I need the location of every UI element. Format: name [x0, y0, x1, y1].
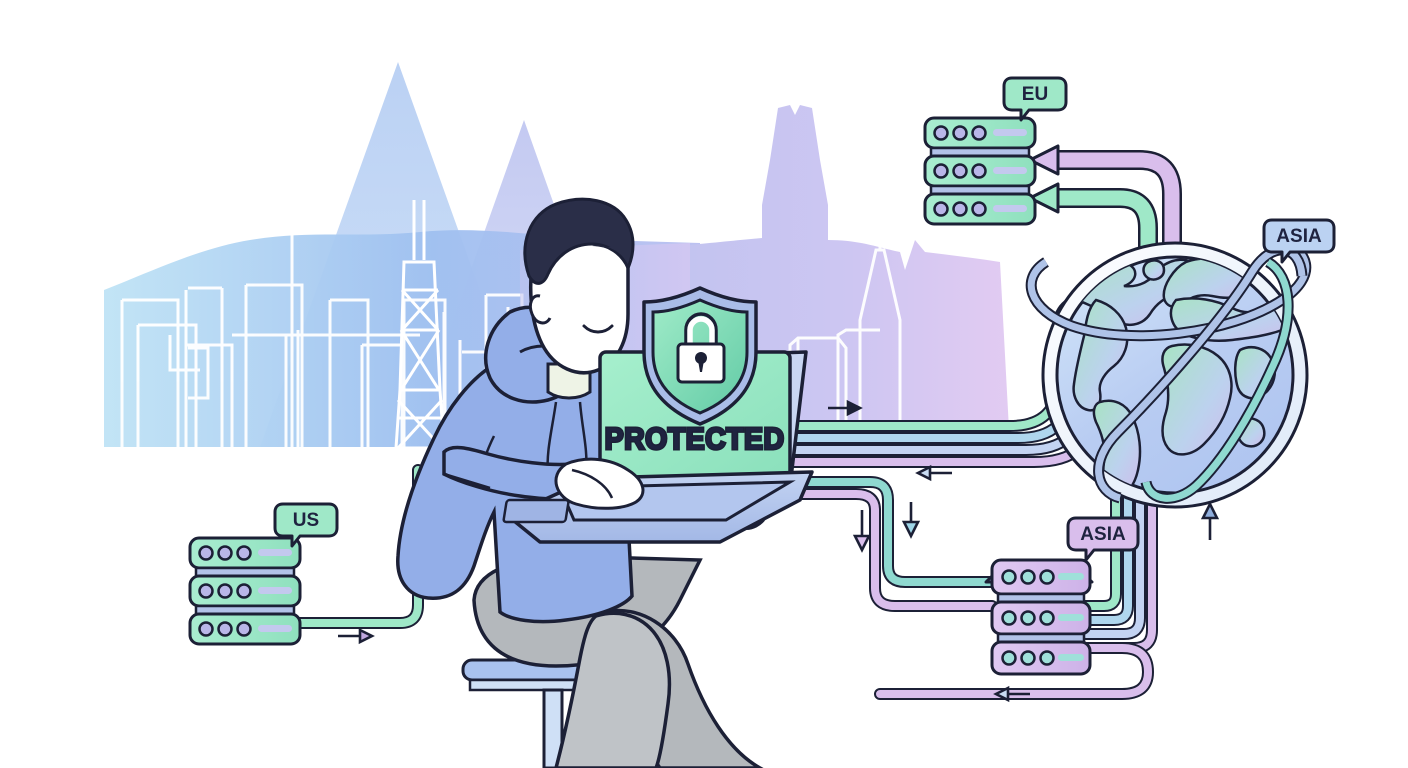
server-unit — [923, 192, 1037, 226]
cable-asia-bottom-loop — [874, 642, 1155, 700]
server-unit — [188, 612, 302, 646]
server-unit — [923, 154, 1037, 188]
label-us-text: US — [293, 510, 319, 531]
label-asia-server-text: ASIA — [1080, 524, 1126, 545]
arrow-us-right — [338, 627, 375, 645]
cable-asia-left-mint — [784, 476, 998, 588]
arrow-bottom-left — [993, 685, 1030, 703]
label-eu[interactable]: EU — [1002, 76, 1068, 122]
arrow-globe-up — [1200, 501, 1220, 540]
label-us[interactable]: US — [273, 502, 339, 548]
globe — [1025, 232, 1312, 509]
trackpad[interactable] — [502, 498, 570, 524]
server-unit — [923, 116, 1037, 150]
server-unit — [990, 558, 1092, 596]
server-unit — [990, 600, 1092, 636]
shield-icon — [642, 286, 758, 426]
laptop-screen-text: PROTECTED — [605, 422, 785, 456]
server-unit — [188, 574, 302, 608]
label-asia-server[interactable]: ASIA — [1066, 516, 1140, 562]
label-asia-globe[interactable]: ASIA — [1262, 218, 1336, 264]
cable-eu-mint-arrow — [1028, 182, 1158, 340]
eu-server-stack[interactable] — [923, 116, 1037, 226]
asia-server-stack[interactable] — [984, 558, 1094, 676]
left-hand — [554, 457, 645, 510]
label-asia-globe-text: ASIA — [1276, 226, 1322, 247]
head — [523, 197, 635, 375]
person-with-laptop: PROTECTED — [396, 197, 814, 768]
lattice-tower-icon — [394, 200, 446, 450]
cable-bundle-globe-asia — [1076, 484, 1158, 654]
cable-eu-lavender-arrow — [1028, 144, 1182, 362]
arrow-down-lavender — [852, 510, 872, 553]
padlock-icon — [676, 312, 726, 384]
server-unit — [188, 536, 302, 570]
cable-us-to-laptop — [290, 464, 424, 629]
cable-asia-left-lavender — [784, 488, 998, 612]
label-eu-text: EU — [1022, 84, 1048, 105]
arrow-down-teal — [901, 502, 921, 539]
us-server-stack[interactable] — [188, 536, 302, 646]
arrow-mid-left — [915, 464, 952, 482]
server-unit — [990, 640, 1092, 676]
direction-arrows — [338, 399, 1220, 703]
arrow-skyline-right — [828, 399, 863, 417]
